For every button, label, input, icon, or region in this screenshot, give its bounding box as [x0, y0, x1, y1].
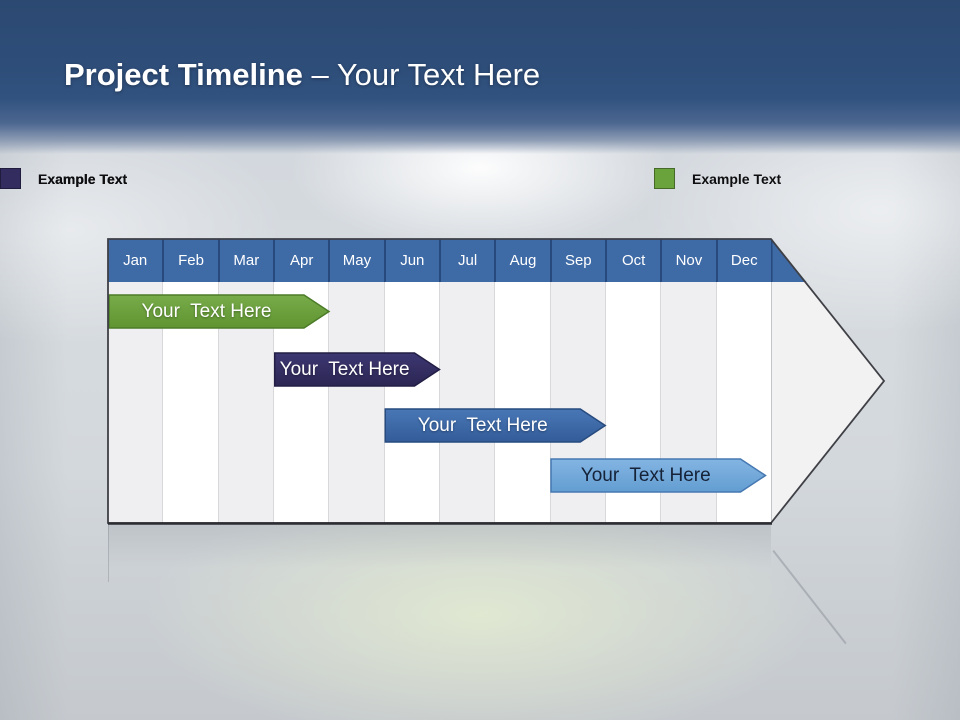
header-band — [0, 0, 960, 154]
legend-item-4: Example Text — [0, 168, 127, 189]
legend-swatch-navy — [0, 168, 21, 189]
task-bar-label: Your Text Here — [141, 300, 272, 322]
task-bar-label: Your Text Here — [580, 464, 711, 486]
slide-title-bold: Project Timeline — [64, 57, 303, 92]
legend-item-1: Example Text — [654, 168, 781, 189]
legend-label: Example Text — [692, 170, 782, 187]
task-bar-label: Your Text Here — [417, 414, 548, 436]
task-bars — [108, 294, 767, 493]
legend-swatch-green — [654, 168, 675, 189]
legend-label: Example Text — [38, 170, 128, 187]
task-bar-label: Your Text Here — [279, 358, 410, 380]
legend-label: Example Text — [38, 170, 128, 187]
slide-title-regular: – Your Text Here — [311, 57, 541, 92]
legend-label: Example Text — [38, 170, 128, 187]
slide-title: Project Timeline – Your Text Here — [64, 57, 540, 93]
